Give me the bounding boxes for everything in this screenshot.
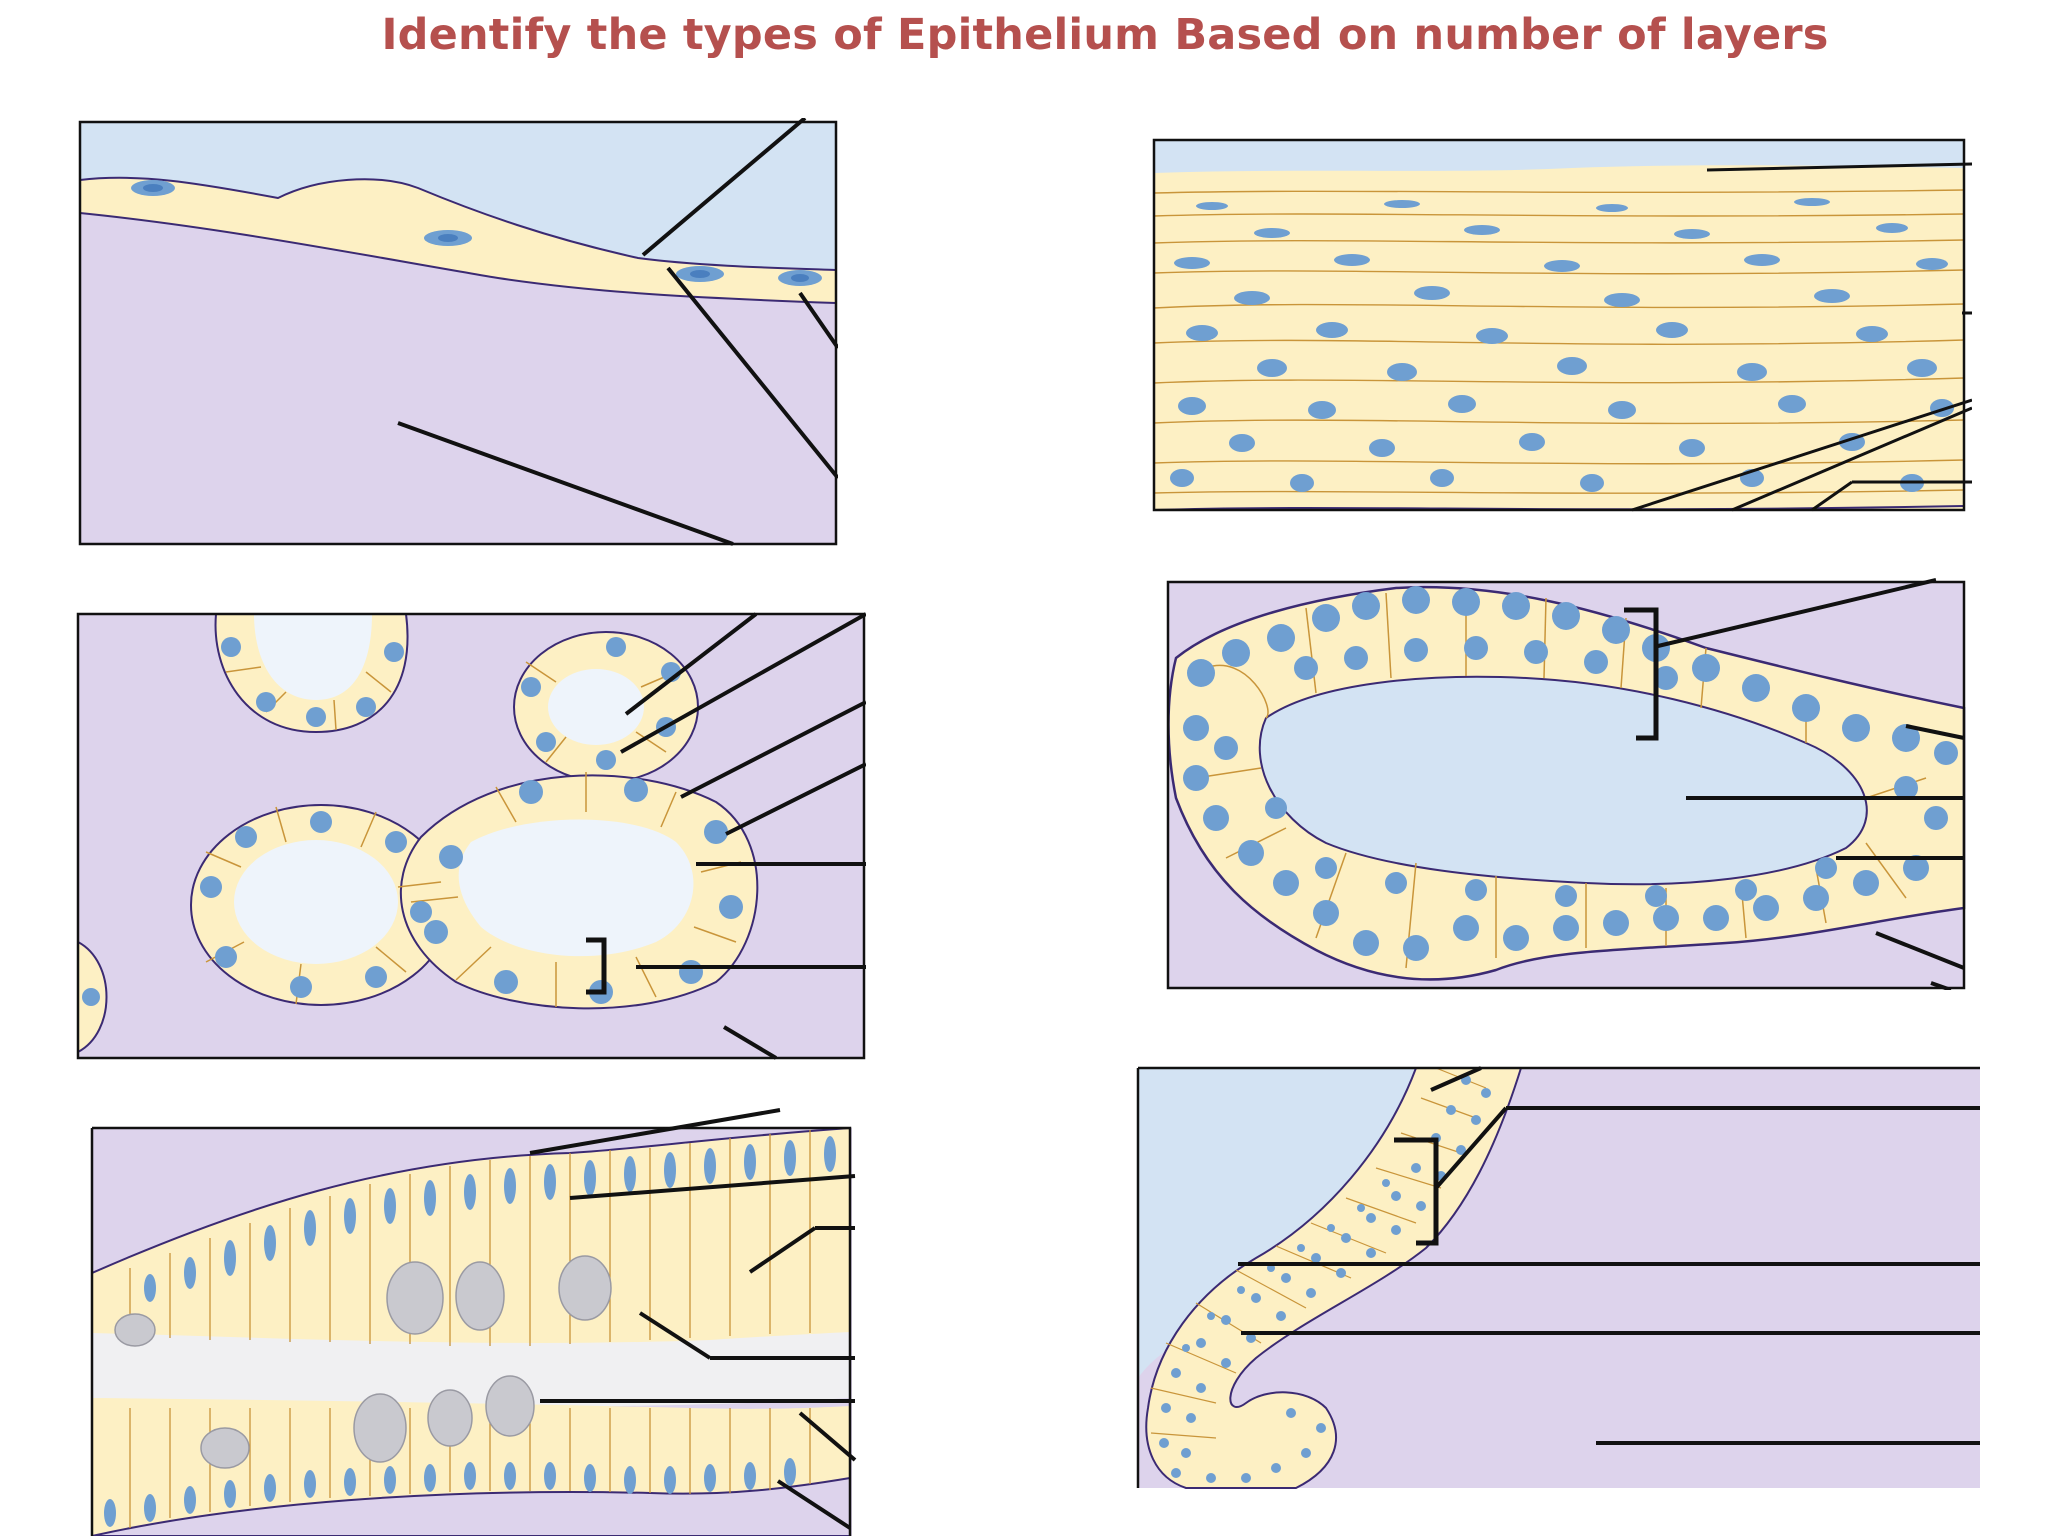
diagram-simple-columnar bbox=[90, 1108, 860, 1536]
diagram-stratified-cuboidal bbox=[1166, 578, 1966, 990]
page-title: Identify the types of Epithelium Based o… bbox=[381, 10, 1829, 60]
diagram-pseudostratified-columnar bbox=[1136, 1058, 1982, 1490]
diagram-simple-squamous bbox=[78, 118, 838, 548]
diagram-simple-cuboidal bbox=[76, 612, 866, 1060]
diagram-stratified-squamous bbox=[1152, 138, 1972, 518]
